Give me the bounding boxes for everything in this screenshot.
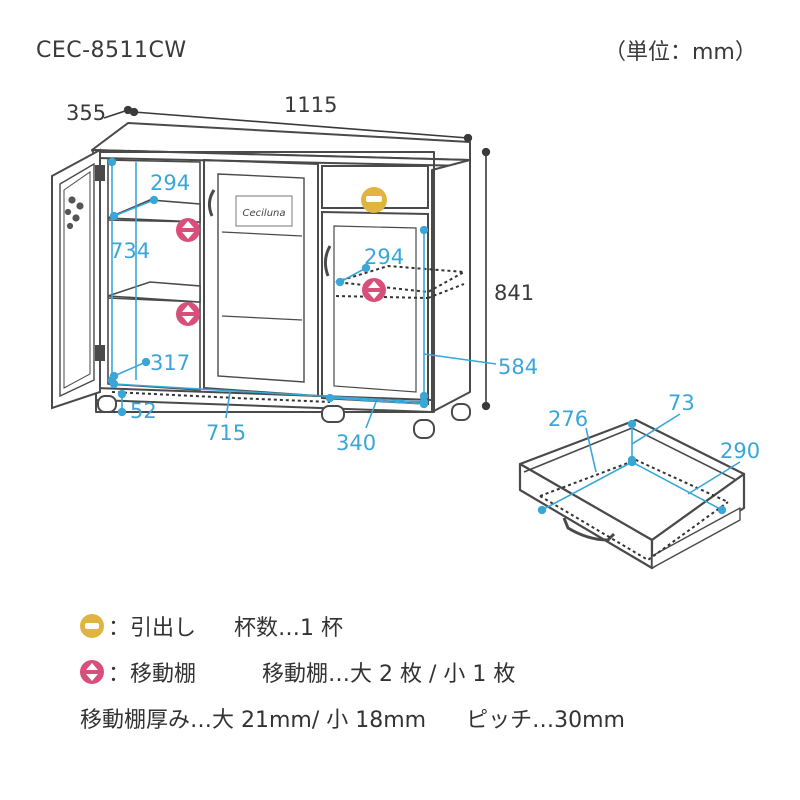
dim-right-inner-width: 340 [336,431,376,455]
legend-spec-line: 移動棚厚み…大 21mm/ 小 18mm ピッチ…30mm [80,702,625,734]
model-number: CEC-8511CW [36,38,187,63]
brand-plate: Ceciluna [235,195,293,227]
dim-left-shelf-width: 317 [150,351,190,375]
dim-height: 841 [494,281,534,305]
legend-pitch: ピッチ…30mm [466,708,625,733]
dim-drawer-height: 73 [668,391,695,415]
dim-drawer-width: 290 [720,439,760,463]
shelf-icon [80,660,104,684]
dim-drawer-depth: 276 [548,407,588,431]
shelf-badge-1 [176,218,200,242]
legend-drawer-line: ：引出し 杯数…1 杯 [80,610,343,642]
shelf-badge-3 [362,278,386,302]
center-glass-door [203,158,319,398]
dim-right-inner-height: 584 [498,355,538,379]
shelf-badge-2 [176,302,200,326]
dim-left-inner-width: 715 [206,421,246,445]
legend-shelf-line: ：移動棚 移動棚…大 2 枚 / 小 1 枚 [80,656,515,688]
inner-dimension-lines [107,157,497,429]
drawer-icon [80,614,104,638]
dim-width: 1115 [284,93,337,117]
door-ornament [64,196,84,230]
dim-right-shelf-depth: 294 [364,245,404,269]
dim-depth: 355 [66,101,106,125]
dim-left-shelf-depth: 294 [150,171,190,195]
drawer-dimension-lines [537,413,741,515]
left-glass-door [51,148,105,410]
legend-drawer-label: ：引出し [108,616,197,641]
unit-label: （単位：mm） [604,40,757,65]
legend-shelf-label: ：移動棚 [108,662,197,687]
casters [97,395,471,439]
legend-drawer-count: 杯数…1 杯 [234,616,344,641]
dim-left-inner-height: 734 [110,239,150,263]
legend-shelf-count: 移動棚…大 2 枚 / 小 1 枚 [262,662,516,687]
outer-dimension-lines [103,105,491,411]
brand-text: Ceciluna [243,208,286,219]
cabinet-diagram: Ceciluna 355 [51,93,760,570]
drawer-badge [361,187,387,213]
legend-shelf-thickness: 移動棚厚み…大 21mm/ 小 18mm [80,708,427,733]
dim-bottom-clearance: 52 [130,399,157,423]
